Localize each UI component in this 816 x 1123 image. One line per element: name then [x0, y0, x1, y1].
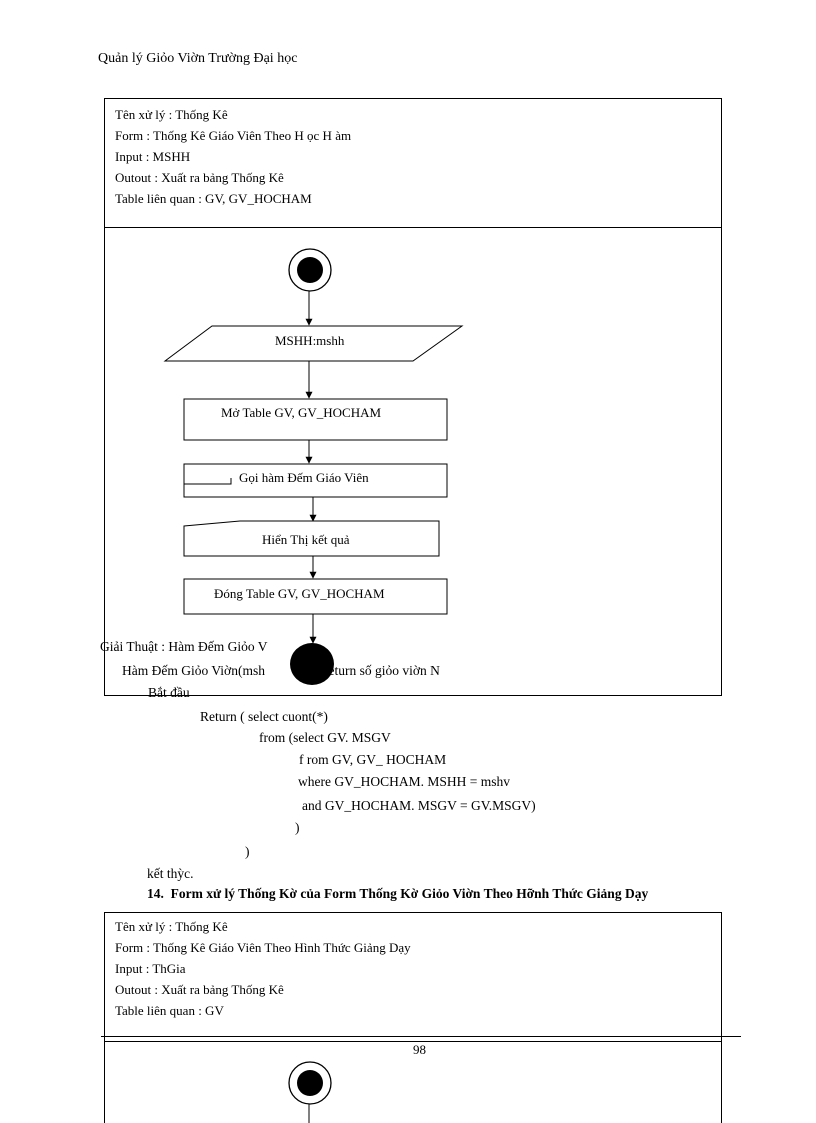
flowchart-box-2	[104, 1041, 722, 1123]
algorithm-end: kết thỳc.	[147, 866, 194, 881]
process-output-2: Outout : Xuất ra bảng Thống Kê	[115, 982, 284, 997]
close-table-label: Đóng Table GV, GV_HOCHAM	[214, 586, 385, 601]
process-name: Tên xử lý : Thống Kê	[115, 107, 228, 122]
document-header-title: Quản lý Giỏo Viờn Trường Đại học	[98, 51, 298, 66]
process-form-2: Form : Thống Kê Giáo Viên Theo Hình Thức…	[115, 940, 411, 955]
section-number: 14	[147, 886, 161, 901]
process-input: Input : MSHH	[115, 149, 191, 164]
close-table-process	[183, 578, 448, 615]
algorithm-line-7: )	[245, 844, 250, 859]
section-number-dot: .	[160, 886, 171, 901]
process-form: Form : Thống Kê Giáo Viên Theo H ọc H àm	[115, 128, 352, 143]
process-tables: Table liên quan : GV, GV_HOCHAM	[115, 191, 312, 206]
process-input-2: Input : ThGia	[115, 961, 186, 976]
algorithm-line-4: where GV_HOCHAM. MSHH = mshv	[298, 774, 510, 789]
process-name-2: Tên xử lý : Thống Kê	[115, 919, 228, 934]
display-result-shape	[183, 520, 440, 557]
input-label: MSHH:mshh	[275, 333, 345, 348]
process-output: Outout : Xuất ra bảng Thống Kê	[115, 170, 284, 185]
call-function-process	[183, 463, 448, 498]
page-number: 98	[413, 1042, 426, 1057]
flowchart-box	[104, 227, 722, 696]
open-table-label: Mở Table GV, GV_HOCHAM	[221, 405, 382, 420]
function-signature-start: Hàm Đếm Giỏo Viờn(msh	[122, 663, 265, 678]
end-node	[290, 643, 334, 685]
display-result-label: Hiển Thị kết quả	[262, 532, 350, 547]
section-title: Form xử lý Thống Kờ của Form Thống Kờ Gi…	[170, 886, 649, 901]
call-function-label: Gọi hàm Đếm Giáo Viên	[239, 470, 369, 485]
algorithm-line-3: f rom GV, GV_ HOCHAM	[299, 752, 447, 767]
section-heading: 14. Form xử lý Thống Kờ của Form Thống K…	[147, 886, 648, 902]
start-node	[288, 248, 332, 292]
footer-rule	[101, 1036, 741, 1037]
input-parallelogram	[163, 325, 464, 362]
algorithm-begin: Bắt đầu	[148, 685, 190, 700]
function-signature-end: return số giỏo viờn N	[324, 663, 440, 678]
start-node-2	[288, 1061, 332, 1105]
process-info-box-2: Tên xử lý : Thống Kê Form : Thống Kê Giá…	[104, 912, 722, 1042]
algorithm-line-2: from (select GV. MSGV	[259, 730, 391, 745]
call-function-marker	[184, 478, 232, 485]
algorithm-title: Giải Thuật : Hàm Đếm Giỏo V	[100, 639, 268, 654]
algorithm-line-5: and GV_HOCHAM. MSGV = GV.MSGV)	[302, 798, 536, 813]
algorithm-line-6: )	[295, 820, 300, 835]
algorithm-line-1: Return ( select cuont(*)	[200, 709, 328, 724]
process-tables-2: Table liên quan : GV	[115, 1003, 224, 1018]
open-table-process	[183, 398, 448, 441]
